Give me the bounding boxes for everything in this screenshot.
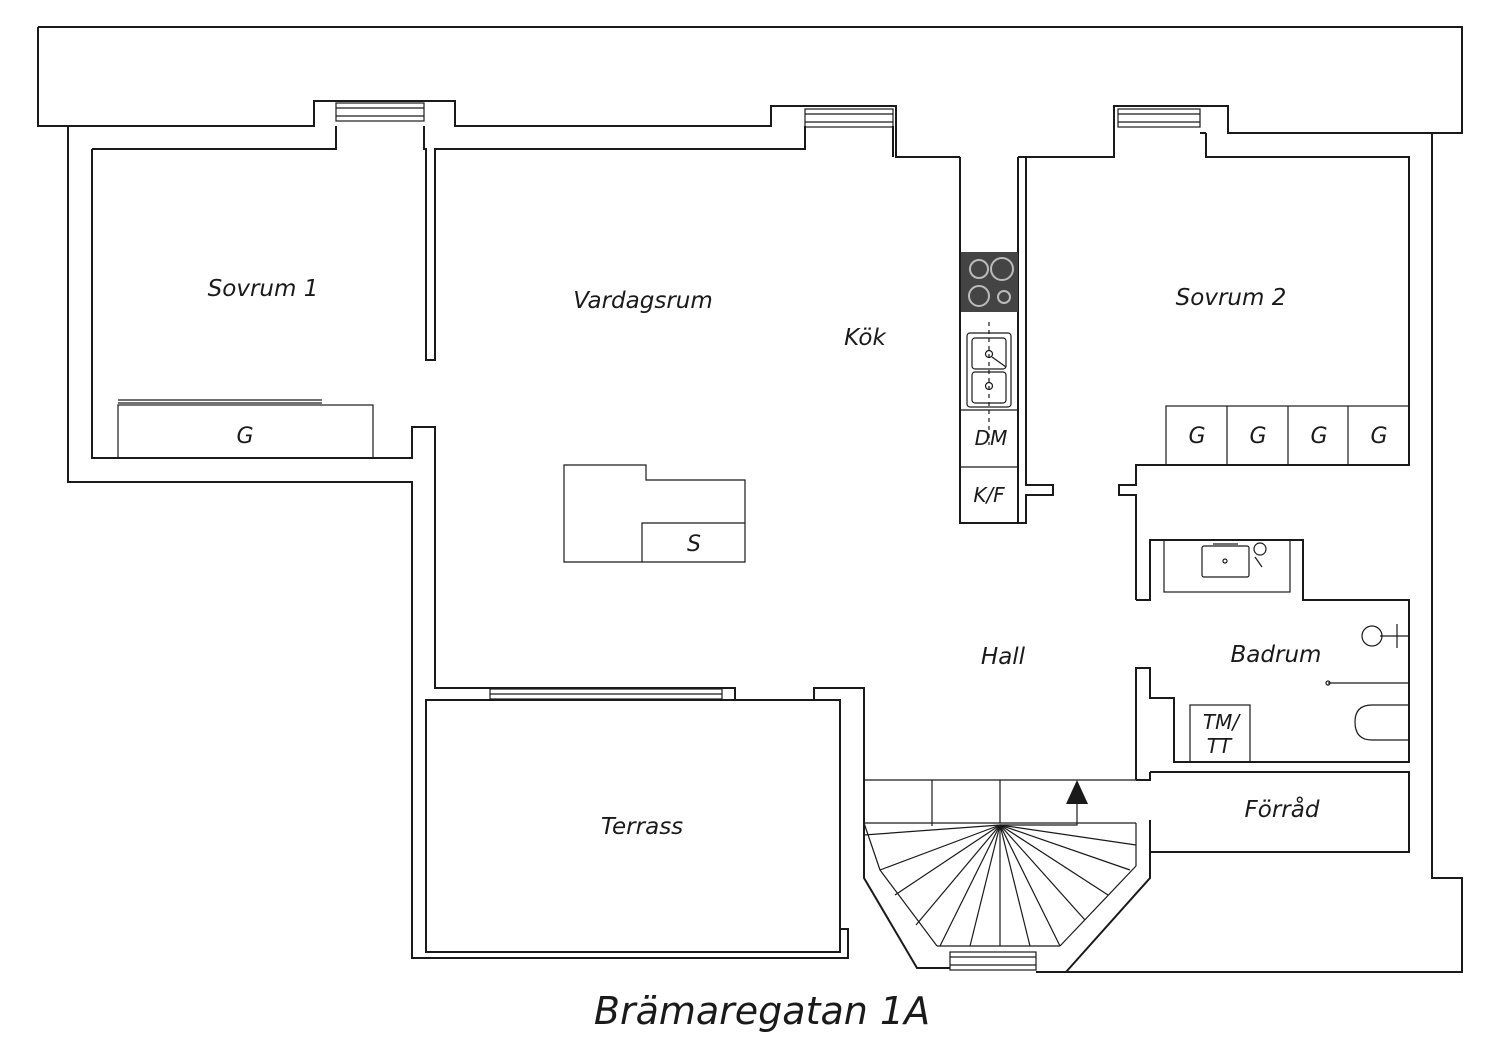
room-label-forrad: Förråd	[1245, 795, 1320, 823]
room-label-terrass: Terrass	[601, 814, 683, 840]
room-label-hall: Hall	[981, 644, 1026, 670]
sovrum1-walls	[67, 126, 894, 959]
dryer-label: TT	[1207, 734, 1233, 758]
wardrobe-label: G	[236, 424, 253, 449]
toilet-icon	[1354, 704, 1409, 741]
room-label-kok: Kök	[844, 325, 887, 351]
window-sovrum2	[1117, 108, 1201, 128]
sofa-storage: S	[563, 464, 746, 563]
forrad-walls	[1136, 771, 1410, 853]
roof-outline	[37, 26, 1463, 158]
plan-title: Brämaregatan 1A	[594, 989, 930, 1033]
shower-icon	[1325, 624, 1409, 686]
terrass	[412, 687, 865, 959]
sovrum2-walls	[1066, 132, 1463, 973]
room-label-sovrum2: Sovrum 2	[1176, 285, 1287, 311]
sofa-label: S	[687, 532, 701, 557]
staircase	[863, 776, 1151, 973]
wardrobe-label: G	[1370, 424, 1387, 449]
room-label-sovrum1: Sovrum 1	[208, 276, 319, 302]
room-label-badrum: Badrum	[1231, 642, 1322, 668]
dishwasher-label: DM	[975, 426, 1008, 450]
stove-icon	[961, 252, 1018, 312]
basin-icon	[1163, 539, 1291, 593]
badrum-walls	[1135, 539, 1410, 780]
window-stairs	[949, 951, 1037, 971]
wardrobes-sovrum2: G G G G	[1165, 405, 1410, 466]
sink-icon	[966, 322, 1012, 445]
wardrobe-label: G	[1310, 424, 1327, 449]
washer-label: TM/	[1203, 710, 1241, 734]
window-sovrum1	[335, 102, 425, 122]
washer-dryer: TM/ TT	[1189, 704, 1251, 763]
wardrobe-label: G	[1188, 424, 1205, 449]
fridge-label: K/F	[973, 483, 1005, 507]
stair-arrow-icon	[1066, 780, 1088, 804]
wardrobe-label: G	[1249, 424, 1266, 449]
room-label-vardagsrum: Vardagsrum	[573, 288, 713, 314]
wardrobe-sovrum1: G	[117, 399, 374, 459]
window-vardagsrum	[804, 108, 894, 128]
